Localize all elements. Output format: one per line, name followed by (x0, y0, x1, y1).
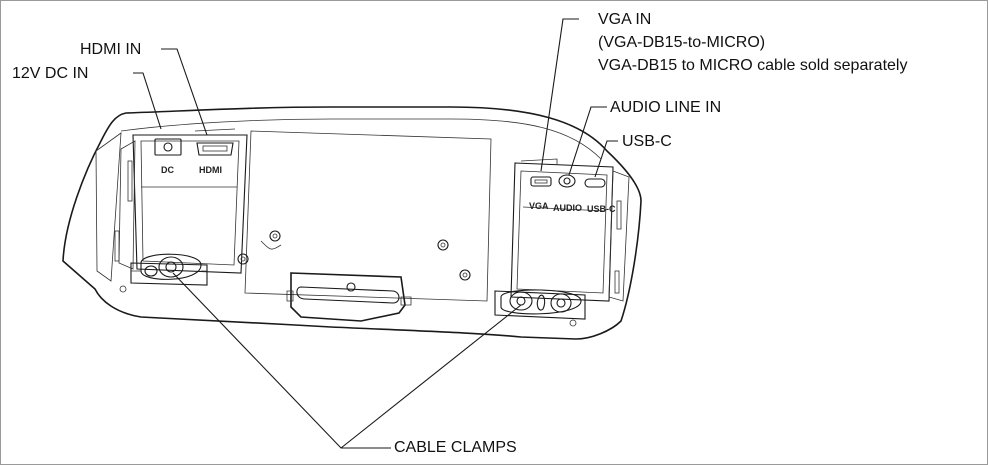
usb-c-label: USB-C (622, 133, 672, 150)
left-port-bay (114, 134, 248, 274)
hdmi-port (194, 128, 236, 156)
usb-port-mark: USB-C (587, 204, 616, 214)
audio-port (558, 174, 576, 188)
left-cable-clamp (130, 253, 208, 286)
vga-note-line-2: VGA-DB15 to MICRO cable sold separately (598, 57, 908, 74)
usb-c-port (584, 178, 606, 188)
vga-note-line-1: (VGA-DB15-to-MICRO) (598, 34, 766, 51)
vga-in-label: VGA IN (598, 11, 652, 28)
dc-port-mark: DC (161, 165, 174, 175)
vga-port-mark: VGA (529, 201, 549, 211)
audio-port-mark: AUDIO (553, 203, 582, 213)
dc-jack (154, 138, 182, 156)
hdmi-in-label: HDMI IN (80, 41, 142, 58)
device-body-outline (62, 106, 642, 340)
dc-in-label: 12V DC IN (12, 65, 89, 82)
center-plate (119, 130, 577, 327)
center-bracket (286, 272, 412, 322)
leader-lines (133, 18, 618, 449)
right-port-bay (510, 158, 630, 302)
audio-line-in-label: AUDIO LINE IN (610, 99, 722, 116)
device-left-flange (95, 132, 122, 282)
cable-clamps-label: CABLE CLAMPS (394, 439, 517, 456)
vga-port (530, 176, 552, 187)
hdmi-port-mark: HDMI (199, 165, 222, 175)
device-body-inner-edge (120, 118, 602, 160)
